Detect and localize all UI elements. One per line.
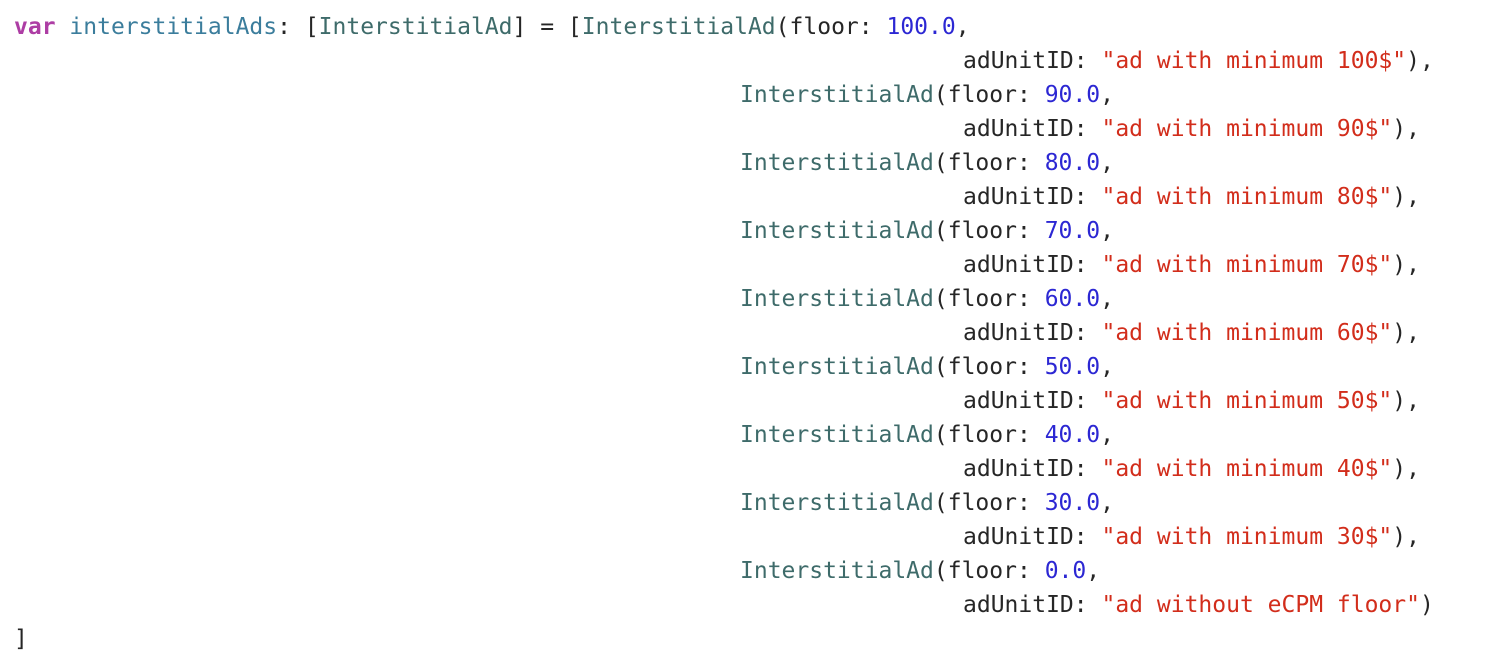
param-ad-unit-label: adUnitID:: [963, 320, 1088, 346]
code-line: adUnitID: "ad with minimum 70$"),: [14, 248, 1420, 282]
closing-bracket: ]: [14, 626, 28, 652]
code-line: InterstitialAd(floor: 30.0,: [740, 490, 1114, 516]
line-trail: ),: [1392, 524, 1420, 550]
param-ad-unit-label: adUnitID:: [963, 524, 1088, 550]
code-line: adUnitID: "ad without eCPM floor"): [14, 588, 1434, 622]
param-ad-unit-label: adUnitID:: [963, 48, 1088, 74]
type-name: InterstitialAd: [740, 286, 934, 312]
param-floor-label: floor:: [947, 354, 1031, 380]
type-name: InterstitialAd: [740, 422, 934, 448]
type-name: InterstitialAd: [740, 558, 934, 584]
code-line: adUnitID: "ad with minimum 50$"),: [14, 384, 1420, 418]
param-floor-label: floor:: [947, 422, 1031, 448]
ad-unit-id-string: "ad with minimum 90$": [1101, 116, 1393, 142]
code-line: adUnitID: "ad with minimum 60$"),: [14, 316, 1420, 350]
param-ad-unit-label: adUnitID:: [963, 184, 1088, 210]
type-name: InterstitialAd: [581, 14, 776, 40]
line-trail: ),: [1392, 252, 1420, 278]
code-line: InterstitialAd(floor: 50.0,: [740, 354, 1114, 380]
line-trail: ): [1419, 592, 1434, 618]
code-line: adUnitID: "ad with minimum 40$"),: [14, 452, 1420, 486]
code-line: InterstitialAd(floor: 60.0,: [740, 286, 1114, 312]
type-name: InterstitialAd: [740, 82, 934, 108]
line-trail: ),: [1392, 320, 1420, 346]
code-line: InterstitialAd(floor: 90.0,: [740, 82, 1114, 108]
ad-unit-id-string: "ad with minimum 50$": [1101, 388, 1393, 414]
floor-value: 90.0: [1044, 82, 1101, 108]
floor-value: 50.0: [1044, 354, 1101, 380]
code-line: InterstitialAd(floor: 80.0,: [740, 150, 1114, 176]
param-floor-label: floor:: [947, 490, 1031, 516]
floor-value: 80.0: [1044, 150, 1101, 176]
code-line: InterstitialAd(floor: 40.0,: [740, 422, 1114, 448]
ad-unit-id-string: "ad without eCPM floor": [1101, 592, 1420, 618]
param-ad-unit-label: adUnitID:: [963, 592, 1088, 618]
ad-unit-id-string: "ad with minimum 80$": [1101, 184, 1393, 210]
type-name: InterstitialAd: [740, 354, 934, 380]
code-line: adUnitID: "ad with minimum 90$"),: [14, 112, 1420, 146]
floor-value: 60.0: [1044, 286, 1101, 312]
param-ad-unit-label: adUnitID:: [963, 252, 1088, 278]
param-floor-label: floor:: [947, 82, 1031, 108]
ad-unit-id-string: "ad with minimum 100$": [1101, 48, 1407, 74]
ad-unit-id-string: "ad with minimum 70$": [1101, 252, 1393, 278]
param-ad-unit-label: adUnitID:: [963, 456, 1088, 482]
variable-name: interstitialAds: [69, 14, 278, 40]
keyword-var: var: [14, 14, 56, 40]
type-annotation: InterstitialAd: [318, 14, 513, 40]
code-line: adUnitID: "ad with minimum 100$"),: [14, 44, 1434, 78]
code-line: InterstitialAd(floor: 70.0,: [740, 218, 1114, 244]
code-line: ]: [14, 622, 28, 656]
code-line: InterstitialAd(floor: 0.0,: [740, 558, 1101, 584]
param-floor-label: floor:: [947, 558, 1031, 584]
floor-value: 30.0: [1044, 490, 1101, 516]
line-trail: ),: [1392, 184, 1420, 210]
param-floor-label: floor:: [947, 218, 1031, 244]
param-ad-unit-label: adUnitID:: [963, 116, 1088, 142]
ad-unit-id-string: "ad with minimum 30$": [1101, 524, 1393, 550]
floor-value: 40.0: [1044, 422, 1101, 448]
code-line: adUnitID: "ad with minimum 80$"),: [14, 180, 1420, 214]
line-trail: ),: [1392, 456, 1420, 482]
type-name: InterstitialAd: [740, 218, 934, 244]
ad-unit-id-string: "ad with minimum 40$": [1101, 456, 1393, 482]
code-line: var interstitialAds: [InterstitialAd] = …: [14, 14, 970, 40]
param-floor-label: floor:: [947, 150, 1031, 176]
param-floor-label: floor:: [947, 286, 1031, 312]
param-ad-unit-label: adUnitID:: [963, 388, 1088, 414]
param-floor-label: floor:: [789, 14, 873, 40]
floor-value: 100.0: [886, 14, 956, 40]
line-trail: ),: [1392, 116, 1420, 142]
type-name: InterstitialAd: [740, 150, 934, 176]
floor-value: 0.0: [1044, 558, 1087, 584]
type-name: InterstitialAd: [740, 490, 934, 516]
ad-unit-id-string: "ad with minimum 60$": [1101, 320, 1393, 346]
code-line: adUnitID: "ad with minimum 30$"),: [14, 520, 1420, 554]
line-trail: ),: [1406, 48, 1434, 74]
line-trail: ),: [1392, 388, 1420, 414]
floor-value: 70.0: [1044, 218, 1101, 244]
